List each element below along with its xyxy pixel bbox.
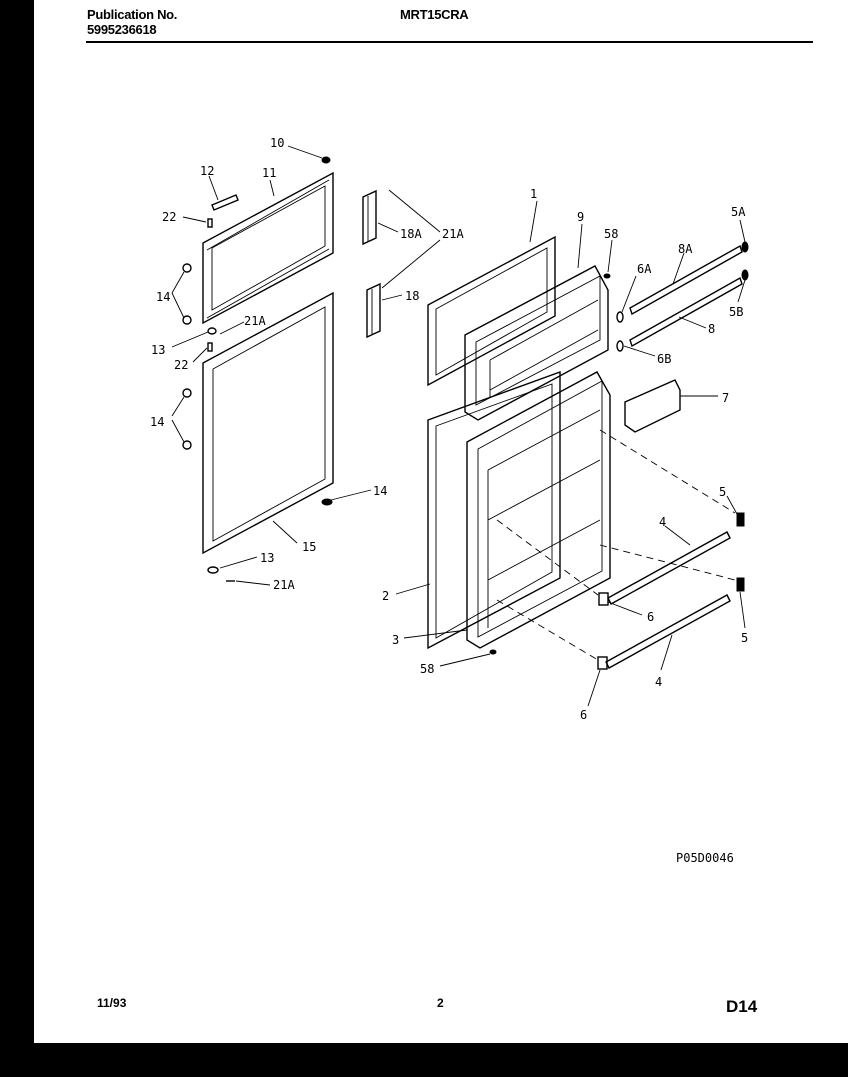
end-cap-6a bbox=[616, 311, 624, 323]
callout-21a-bottom: 21A bbox=[273, 578, 295, 592]
callout-6-upper: 6 bbox=[647, 610, 654, 624]
hinge-pin-13-lower bbox=[207, 566, 219, 574]
publication-label: Publication No. bbox=[87, 7, 178, 22]
rail-8a bbox=[629, 244, 743, 316]
header-rule bbox=[86, 41, 813, 43]
handle-18a bbox=[362, 189, 377, 246]
bushing-14-b bbox=[182, 315, 192, 325]
screw-58-top bbox=[603, 273, 611, 279]
door-stop-12 bbox=[211, 194, 239, 211]
callout-21a-handle: 21A bbox=[442, 227, 464, 241]
callout-14-bottom: 14 bbox=[373, 484, 387, 498]
bushing-14-c bbox=[182, 388, 192, 398]
callout-8a: 8A bbox=[678, 242, 693, 256]
callout-14-top: 14 bbox=[156, 290, 170, 304]
callout-13-top: 13 bbox=[151, 343, 165, 357]
dairy-door-7 bbox=[624, 379, 681, 433]
callout-58-bottom: 58 bbox=[420, 662, 434, 676]
scan-border-bottom bbox=[0, 1043, 848, 1077]
fresh-food-door bbox=[466, 371, 611, 649]
callout-58-top: 58 bbox=[604, 227, 618, 241]
fresh-food-gasket-frame bbox=[202, 291, 334, 555]
rail-4-lower bbox=[605, 594, 731, 669]
assembly-lines bbox=[496, 429, 736, 661]
callout-22-top: 22 bbox=[162, 210, 176, 224]
figure-code: P05D0046 bbox=[676, 851, 734, 865]
end-cap-5-lower bbox=[736, 577, 745, 592]
callout-7: 7 bbox=[722, 391, 729, 405]
footer-code: D14 bbox=[726, 997, 758, 1016]
callout-21a-top: 21A bbox=[244, 314, 266, 328]
callout-5-lower: 5 bbox=[741, 631, 748, 645]
callout-2: 2 bbox=[382, 589, 389, 603]
callout-8: 8 bbox=[708, 322, 715, 336]
bushing-14-a bbox=[182, 263, 192, 273]
model-number: MRT15CRA bbox=[400, 7, 469, 22]
callout-5-upper: 5 bbox=[719, 485, 726, 499]
freezer-gasket-frame bbox=[202, 171, 334, 325]
screw-58-bottom bbox=[489, 649, 497, 655]
callout-6b: 6B bbox=[657, 352, 671, 366]
callout-6-lower: 6 bbox=[580, 708, 587, 722]
callout-10: 10 bbox=[270, 136, 284, 150]
screw-22-bottom bbox=[207, 342, 213, 352]
callout-11: 11 bbox=[262, 166, 276, 180]
callout-6a: 6A bbox=[637, 262, 652, 276]
handle-18 bbox=[366, 282, 381, 339]
callout-9: 9 bbox=[577, 210, 584, 224]
end-cap-5a bbox=[741, 241, 749, 253]
callout-3: 3 bbox=[392, 633, 399, 647]
rail-8 bbox=[629, 276, 743, 348]
callout-5a: 5A bbox=[731, 205, 746, 219]
footer-page-number: 2 bbox=[437, 996, 444, 1010]
end-cap-5-upper bbox=[736, 512, 745, 527]
callout-15: 15 bbox=[302, 540, 316, 554]
end-cap-6b bbox=[616, 340, 624, 352]
callout-12: 12 bbox=[200, 164, 214, 178]
callout-5b: 5B bbox=[729, 305, 743, 319]
rail-4-upper bbox=[607, 531, 731, 605]
freezer-door bbox=[464, 265, 609, 421]
freezer-door-liner bbox=[427, 235, 556, 387]
hinge-pin-13 bbox=[207, 327, 217, 335]
callout-1: 1 bbox=[530, 187, 537, 201]
scan-border-left bbox=[0, 0, 34, 1077]
end-cap-6-upper bbox=[598, 592, 609, 606]
callout-13-bottom: 13 bbox=[260, 551, 274, 565]
end-cap-6-lower bbox=[597, 656, 608, 670]
cap-10 bbox=[321, 156, 331, 164]
callout-4-upper: 4 bbox=[659, 515, 666, 529]
callout-14-mid: 14 bbox=[150, 415, 164, 429]
callout-22-bottom: 22 bbox=[174, 358, 188, 372]
callout-18: 18 bbox=[405, 289, 419, 303]
screw-22-top bbox=[207, 218, 213, 228]
publication-number: 5995236618 bbox=[87, 22, 157, 37]
footer-date: 11/93 bbox=[97, 996, 127, 1010]
leader-lines bbox=[171, 145, 746, 707]
end-cap-5b bbox=[741, 269, 749, 281]
fresh-food-door-liner bbox=[427, 371, 561, 650]
bushing-14-e bbox=[321, 498, 333, 506]
callout-18a: 18A bbox=[400, 227, 422, 241]
callout-4-lower: 4 bbox=[655, 675, 662, 689]
bushing-14-d bbox=[182, 440, 192, 450]
